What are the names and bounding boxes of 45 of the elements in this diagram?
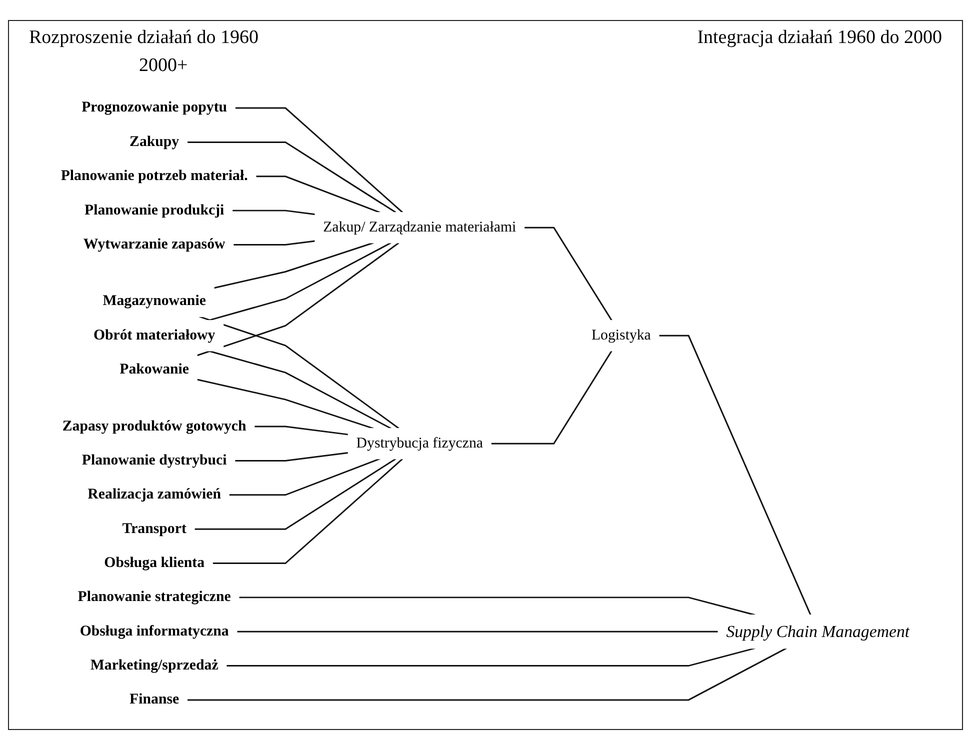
- node-text: Logistyka: [592, 327, 652, 344]
- connector: [199, 316, 400, 430]
- node-text: Realizacja zamówień: [88, 486, 222, 503]
- connector: [524, 226, 613, 321]
- node-text: Supply Chain Management: [726, 622, 910, 641]
- node-text: Wytwarzanie zapasów: [84, 236, 226, 252]
- connector: [235, 452, 349, 462]
- connector: [196, 242, 400, 356]
- connector: [187, 141, 397, 214]
- node-text: Zakup/ Zarządzanie materiałami: [323, 219, 516, 236]
- connector: [208, 242, 392, 322]
- connector: [239, 596, 756, 616]
- connector: [229, 458, 381, 496]
- connector: [226, 647, 756, 667]
- connector: [232, 210, 316, 216]
- connector: [214, 242, 374, 289]
- heading-text: Rozproszenie działań do 1960: [29, 27, 259, 49]
- node-text: Zapasy produktów gotowych: [62, 418, 247, 434]
- node-text: Prognozowanie popytu: [82, 100, 228, 116]
- connector: [208, 350, 392, 430]
- connector: [659, 334, 812, 616]
- node-text: Marketing/sprzedaż: [90, 658, 219, 674]
- node-text: Transport: [122, 520, 187, 537]
- connector: [233, 240, 316, 246]
- heading-text: Integracja działań 1960 do 2000: [697, 27, 942, 49]
- node-text: Obsługa klienta: [104, 555, 205, 571]
- connector: [254, 426, 349, 436]
- node-text: Magazynowanie: [103, 293, 206, 310]
- node-text: Zakupy: [130, 134, 180, 150]
- connector: [194, 458, 397, 530]
- connector: [187, 648, 788, 701]
- node-text: Obsługa informatyczna: [80, 623, 230, 640]
- connector: [212, 458, 404, 564]
- node-text: Planowanie dystrybuci: [82, 452, 228, 468]
- node-text: Planowanie potrzeb materiał.: [61, 168, 248, 184]
- node-text: Pakowanie: [120, 362, 190, 378]
- node-text: Finanse: [130, 692, 180, 708]
- node-text: Planowanie produkcji: [84, 202, 224, 218]
- connector: [237, 630, 719, 632]
- connector: [491, 350, 613, 444]
- connector: [256, 176, 381, 214]
- connector: [235, 107, 404, 214]
- node-text: Planowanie strategiczne: [78, 589, 232, 606]
- heading-text: 2000+: [139, 55, 188, 77]
- connector: [197, 378, 374, 430]
